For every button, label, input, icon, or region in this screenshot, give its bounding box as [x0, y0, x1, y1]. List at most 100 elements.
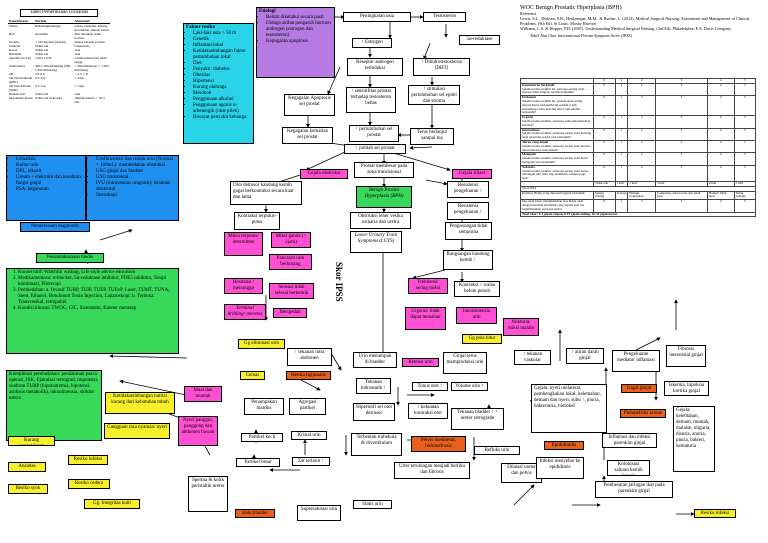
- jumlah-sel-node: ↑ jumlah sel prostat: [344, 144, 406, 154]
- faktor-resiko-list: Laki-laki usia > 50 thGenetikInflamasi l…: [186, 31, 251, 121]
- medis-item: Medikamentosa: α-blocker, 5α-reduktase i…: [18, 276, 176, 288]
- reseptor-androgen-node: Reseptor androgen terinduksi: [347, 58, 403, 76]
- tekanan-intra-node: ↑ tekanan intra abdomen: [287, 348, 332, 366]
- ipss-score-cell: 1: [614, 139, 629, 154]
- etiologi-item: Diduga akibat pengaruh hormon androgen (…: [266, 21, 332, 39]
- kolonisasi-node: Kolonisasi saluran kemih bawah: [607, 460, 650, 476]
- ipss-score-cell: 3: [655, 82, 708, 97]
- faktor-resiko-item: Hipertensi: [193, 79, 251, 85]
- urinalysis-header: Normal: [33, 19, 74, 24]
- urinalysis-cell: Tidak ada: [34, 48, 49, 52]
- medis-item: Pembedahan: a. Invasif TURP, TUIP, TUEP,…: [18, 288, 176, 306]
- gejala-iritasi-node: Gejala iritasi: [452, 169, 492, 179]
- ipss-score-cell: 1: [614, 115, 629, 129]
- diagnostik-item: Sistoskopi: [96, 193, 176, 199]
- faktor-resiko-item: Ketidakseimbangan faktor pertumbuhan lok…: [193, 49, 251, 61]
- urinalysis-cell: pH: [9, 72, 14, 76]
- urinalysis-cell: Bilirubin: [9, 52, 22, 56]
- ipss-question-text: Selama bulan terakhir, seberapa sering a…: [522, 168, 588, 181]
- ipss-quality-row: Jika anda harus menghabiskan sisa hidup …: [520, 199, 757, 213]
- kontraksi-walau-node: Kontraksi ↑ walau belum penuh: [454, 281, 500, 297]
- inkontinensia-node: Inkontinensia urin: [456, 307, 497, 324]
- pembesaran-jaringan-node: Pembesaran jaringan ikat pada parenkim g…: [595, 481, 673, 498]
- urin-menumpuk-node: Urin menumpuk di bladder: [353, 352, 397, 368]
- hesitansi-node: Hesitansi / menunggu: [224, 278, 263, 294]
- retensi-urin-node: Retensi urin: [402, 358, 439, 367]
- partikel-besar-node: Partikel besar: [236, 458, 280, 467]
- ipss-score-cell: 5: [733, 152, 757, 166]
- ipss-question-title: Urgensi: [522, 115, 533, 120]
- faktor-resiko-item: Kurang olahraga: [193, 85, 251, 91]
- urinalysis-header: Pemeriksaan: [8, 19, 34, 24]
- urinalysis-cell: Kekuningkuningan: [34, 24, 61, 28]
- gagal-ginjal-node: Gagal ginjal: [621, 384, 657, 393]
- miksi-ganda-node: Miksi ganda (< 2jam): [271, 232, 311, 248]
- ipss-question-title: Frekuensi: [522, 95, 537, 100]
- ipss-score-cell: 4: [706, 152, 735, 166]
- ipss-question-title: Nokturia: [522, 164, 535, 169]
- ipss-question-text: Selama bulan terakhir ini, apakah anda s…: [522, 98, 583, 115]
- hernia-node: Hernia Inguinalis: [286, 371, 331, 380]
- ipss-score-cell: 4: [706, 82, 735, 97]
- ipss-score-cell: 4: [706, 164, 735, 182]
- resiko-infeksi-left-node: Resiko infeksi: [68, 455, 108, 465]
- urinalysis-row: Protein< 150 mg/hari (Analit)Diatas bata…: [8, 40, 110, 44]
- faktor-resiko-item: Laki-laki usia > 50 th: [193, 31, 251, 37]
- diagnostik-item: IVU (intravenous urogram): kelainan stru…: [96, 181, 176, 193]
- urinalysis-cell: Tidak ada di Koloni: [34, 96, 63, 100]
- resistensi-1-node: Resistensi pengeluaran ↑: [447, 181, 489, 198]
- references-label: Referensi: [520, 11, 537, 16]
- ipss-score-cell: 1: [614, 152, 629, 166]
- urinalysis-cell: Organisme kultur: [9, 96, 33, 100]
- kegagalan-kematian-node: Kegagalan kematian sel prostat: [282, 127, 333, 144]
- faktor-resiko-item: Inflamasi lokal: [193, 43, 251, 49]
- ipss-score-cell: 2: [627, 82, 657, 97]
- ipss-question-title: Mengejan: [522, 152, 537, 157]
- miksi-terputus-node: Miksi terputus/ intermitten: [224, 232, 263, 256]
- ipss-question-text: Selama bulan terakhir ini, seberapa seri…: [522, 86, 585, 95]
- urinalysis-cell: Glukosuria: [74, 44, 90, 48]
- komplikasi-box: Komplikasi pembedahan: pendarahan pasca …: [6, 370, 102, 441]
- ansietas-node: Ansietas: [8, 462, 46, 472]
- ipss-total: Total IPSS: [520, 185, 756, 192]
- diagnostik-right-box: Uroflowmetri dan residu urin (Normal < 1…: [86, 155, 179, 221]
- ipss-score-cell: 2: [627, 139, 657, 154]
- dht-node: ↑ Dihidrotestosteron (DHT): [413, 58, 470, 76]
- ureter-fibrosis-node: Urter terulungan menjadi berliku dan fib…: [394, 462, 470, 479]
- kegagalan-apoptosis-node: Kegagalan Apoptosis sel prostat: [284, 94, 335, 116]
- dilatasi-node: Dilatasi ureter dan pelvis: [501, 463, 542, 483]
- urinalysis-cell: Bau amoniak, tidak berbau: [74, 32, 102, 40]
- terus-berlanjut-node: Terus berlanjut sampai tua: [410, 128, 454, 145]
- pertumbuhan-node: ↑ pertumbuhan sel prostat: [349, 125, 399, 142]
- bph-node: Benign Prostat Hyperplasia (BPH): [356, 186, 412, 208]
- ipss-question-text: Selama bulan terakhir, seberapa sering a…: [522, 143, 591, 152]
- ipss-score-cell: 3: [655, 95, 708, 117]
- ginjal-produksi-node: Ginjal terus memproduksi urin: [443, 352, 487, 374]
- ipss-score-cell: 3: [655, 164, 708, 182]
- cemas-node: Cemas: [240, 371, 265, 380]
- urinalysis-cell: Specific Gravity: [9, 56, 32, 60]
- urinalysis-cell: Protein: [9, 40, 19, 44]
- ipss-score-cell: 5: [733, 199, 757, 213]
- ipss-score-cell: 5: [733, 82, 757, 97]
- resistensi-2-node: Resistensi pengeluaran ↑: [447, 202, 489, 220]
- aliran-darah-node: ↑ aliran darah ginjal: [566, 348, 604, 364]
- medis-list: Konservatif: Watchful waiting, Life styl…: [9, 270, 176, 312]
- ipss-total-row: Total IPSS: [520, 185, 756, 192]
- faktor-resiko-item: Merokok: [193, 91, 251, 97]
- diagnostik-left-list: UrinalisisKultur urinDPL, lekositUreum +…: [9, 157, 83, 193]
- peningkatan-usia-node: Peningkatan usia: [343, 12, 411, 22]
- tekanan-vaskular-node: ↑ tekanan vaskular: [514, 350, 551, 365]
- diagnostik-item: Uroflowmetri dan residu urin (Normal < 1…: [96, 157, 176, 169]
- ipss-score-cell: 1: [614, 164, 629, 182]
- ipss-kualitas-row: Kualitas Hidup yang diperoleh gejala ber…: [520, 190, 757, 201]
